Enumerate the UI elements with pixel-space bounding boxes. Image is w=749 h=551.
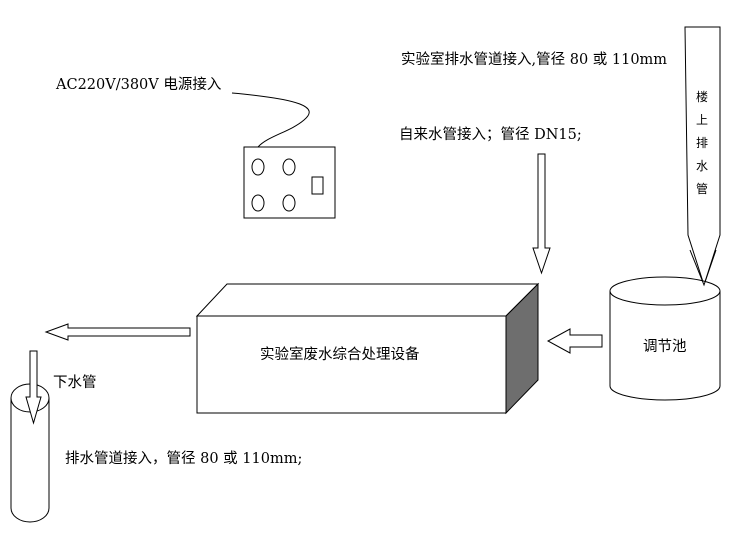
power-cable: [231, 92, 310, 148]
power-socket-box: [243, 146, 336, 219]
socket-hole: [282, 194, 296, 212]
upstairs-drain-pipe-char: 管: [695, 182, 708, 196]
upstairs-drain-pipe-char: 楼: [695, 90, 708, 104]
drain-outlet-label: 排水管道接入，管径 80 或 110mm;: [65, 451, 303, 467]
socket-hole: [282, 158, 296, 176]
socket-switch: [311, 176, 324, 195]
socket-hole: [251, 158, 265, 176]
sewer-pipe: [10, 383, 50, 523]
upstairs-drain-pipe-char: 排: [695, 136, 708, 150]
equalization-tank-label: 调节池: [643, 339, 687, 355]
upstairs-drain-pipe-char: 水: [695, 159, 708, 173]
lab-drain-inlet-label: 实验室排水管道接入,管径 80 或 110mm: [401, 52, 668, 68]
upstairs-drain-pipe-label: 楼 上 排 水 管: [694, 91, 710, 206]
sewer-pipe-label: 下水管: [53, 375, 97, 391]
socket-hole: [251, 194, 265, 212]
power-input-label: AC220V/380V 电源接入: [56, 77, 222, 93]
upstairs-drain-pipe-tip: [689, 249, 717, 287]
sewer-inflow-arrow: [25, 350, 42, 425]
tap-water-arrow: [532, 153, 551, 275]
upstairs-drain-pipe: [684, 26, 721, 287]
equipment-label: 实验室废水综合处理设备: [260, 347, 420, 363]
upstairs-drain-pipe-char: 上: [695, 113, 708, 127]
tap-water-inlet-label: 自来水管接入；管径 DN15;: [399, 127, 582, 143]
discharge-arrow: [44, 323, 191, 341]
tank-to-equipment-arrow: [546, 328, 603, 354]
equalization-tank: [609, 276, 721, 401]
treatment-equipment-box: [195, 282, 540, 415]
